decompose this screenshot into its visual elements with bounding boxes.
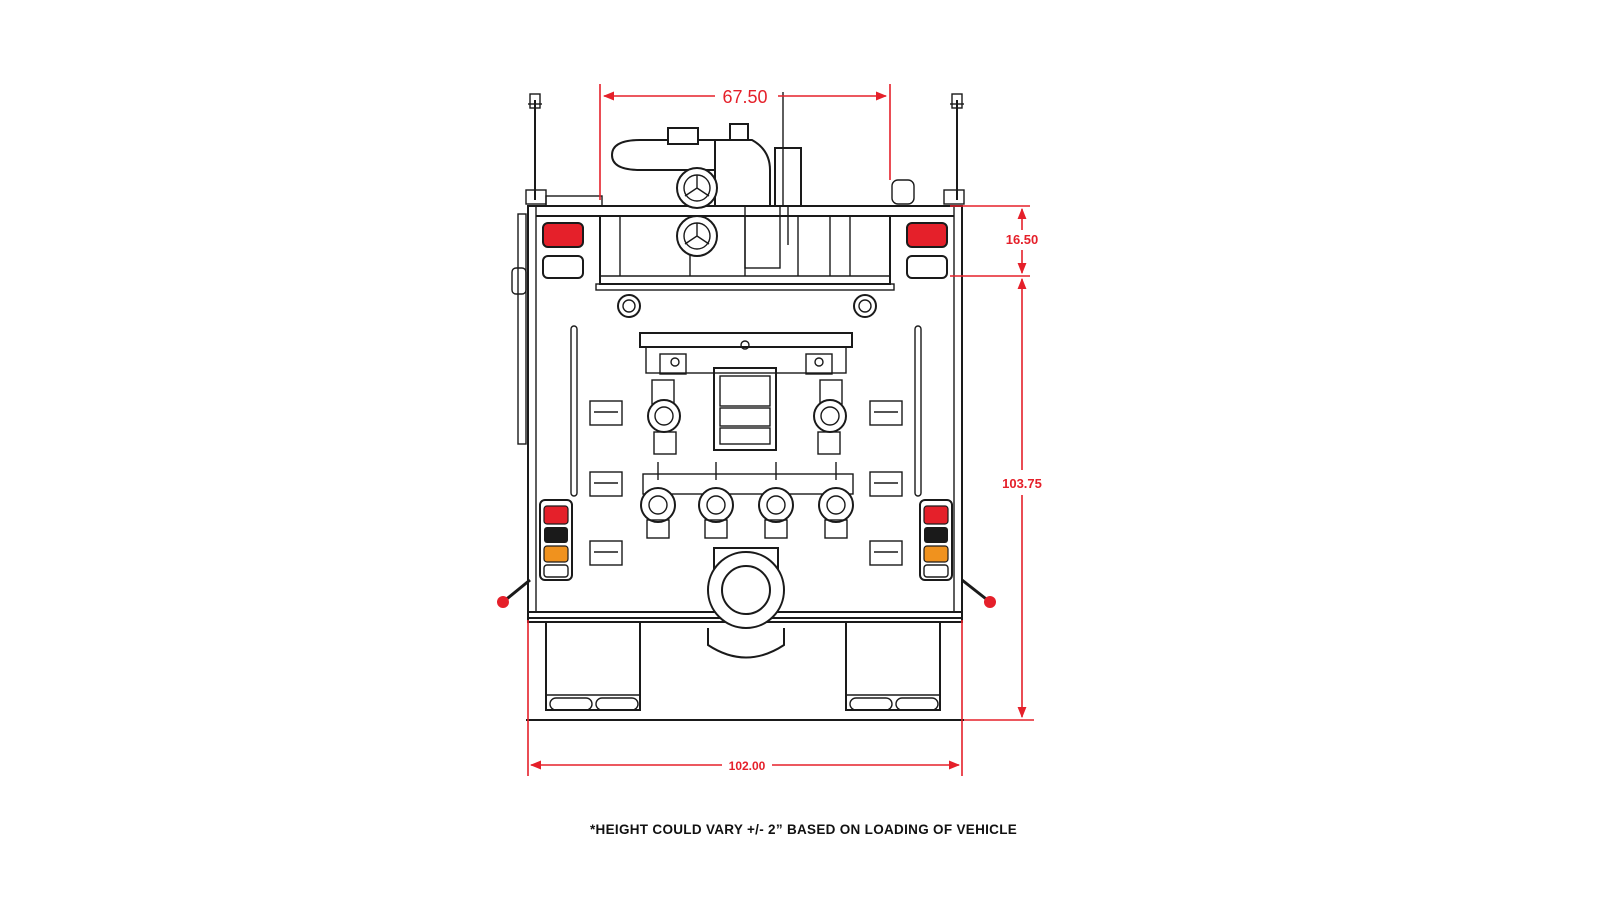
dimension-label-top-width: 67.50 <box>722 87 767 107</box>
dimension-overall-width: 102.00 <box>527 620 963 776</box>
dimension-top-width: 67.50 <box>599 84 891 200</box>
discharge-4 <box>818 462 854 539</box>
height-variation-note: *HEIGHT COULD VARY +/- 2” BASED ON LOADI… <box>590 822 1018 837</box>
deck-gun-plumbing <box>610 92 802 269</box>
discharge-3 <box>758 462 794 539</box>
compartment-latches <box>589 400 903 566</box>
upper-discharge-valves <box>647 379 847 455</box>
mud-flap-brackets <box>497 578 996 608</box>
dimension-upper-section-height: 16.50 <box>950 205 1039 277</box>
dimension-label-overall-width: 102.00 <box>729 759 766 773</box>
dimension-label-overall-height: 103.75 <box>1002 476 1042 491</box>
dimension-label-upper-section-height: 16.50 <box>1006 232 1039 247</box>
upper-marker-lights <box>542 222 948 279</box>
rear-intake <box>707 547 785 659</box>
discharge-1 <box>640 462 676 539</box>
dimension-overall-height: 103.75 <box>964 277 1042 721</box>
rear-tires <box>526 621 964 721</box>
lower-discharge-manifold <box>640 462 854 539</box>
discharge-2 <box>698 462 734 539</box>
rear-pump-panel <box>639 332 853 451</box>
scene-light-poles <box>525 93 965 207</box>
rear-tail-lights <box>539 499 953 581</box>
